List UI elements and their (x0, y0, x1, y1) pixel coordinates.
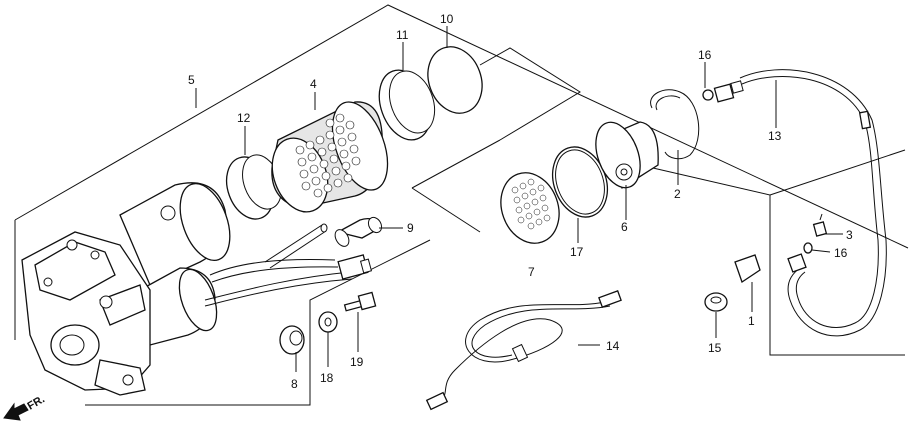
callout-14: 14 (606, 339, 620, 353)
fitting-lower (787, 253, 807, 273)
callout-16-top: 16 (698, 48, 712, 62)
leader-lines (195, 26, 843, 372)
filter-group-outline (411, 47, 581, 233)
bolt-19 (343, 291, 377, 312)
callout-16-lower: 16 (834, 246, 848, 260)
callout-1: 1 (748, 314, 755, 328)
callout-8: 8 (291, 377, 298, 391)
callout-3: 3 (846, 228, 853, 242)
clip-1 (734, 254, 761, 284)
callout-10: 10 (440, 12, 454, 26)
callout-9: 9 (407, 221, 414, 235)
circlip-2 (650, 89, 700, 160)
direction-label: FR. (26, 393, 47, 412)
callout-7: 7 (528, 265, 535, 279)
starter-motor (21, 182, 231, 396)
oring-17 (551, 146, 609, 218)
callout-15: 15 (708, 341, 722, 355)
washer-16-lower (803, 242, 813, 254)
starter-wires (204, 254, 373, 307)
washer-16-top (702, 89, 714, 101)
breather-rod (264, 223, 328, 269)
cover-6 (595, 121, 659, 189)
callout-11: 11 (396, 28, 409, 42)
disc-11 (378, 69, 436, 141)
disc-10 (427, 46, 483, 114)
callout-18: 18 (320, 371, 334, 385)
callout-17: 17 (570, 245, 584, 259)
fitting-3 (812, 213, 828, 237)
callout-2: 2 (674, 187, 681, 201)
callout-19: 19 (350, 355, 364, 369)
elbow-hose-9 (334, 216, 383, 247)
grommet-15 (704, 292, 728, 312)
grommet-8 (279, 325, 305, 355)
front-direction-indicator: FR. (3, 393, 47, 421)
callout-6: 6 (621, 220, 628, 234)
callout-5: 5 (188, 73, 195, 87)
mesh-filter-4 (271, 101, 389, 213)
callout-13: 13 (768, 129, 782, 143)
callout-12: 12 (237, 111, 251, 125)
fitting-13 (713, 80, 744, 103)
cable-14 (425, 290, 622, 411)
arrow-icon (3, 402, 29, 421)
callout-4: 4 (310, 77, 317, 91)
washer-18 (318, 311, 338, 333)
screen-plate (500, 172, 560, 244)
hose-13 (739, 69, 887, 337)
